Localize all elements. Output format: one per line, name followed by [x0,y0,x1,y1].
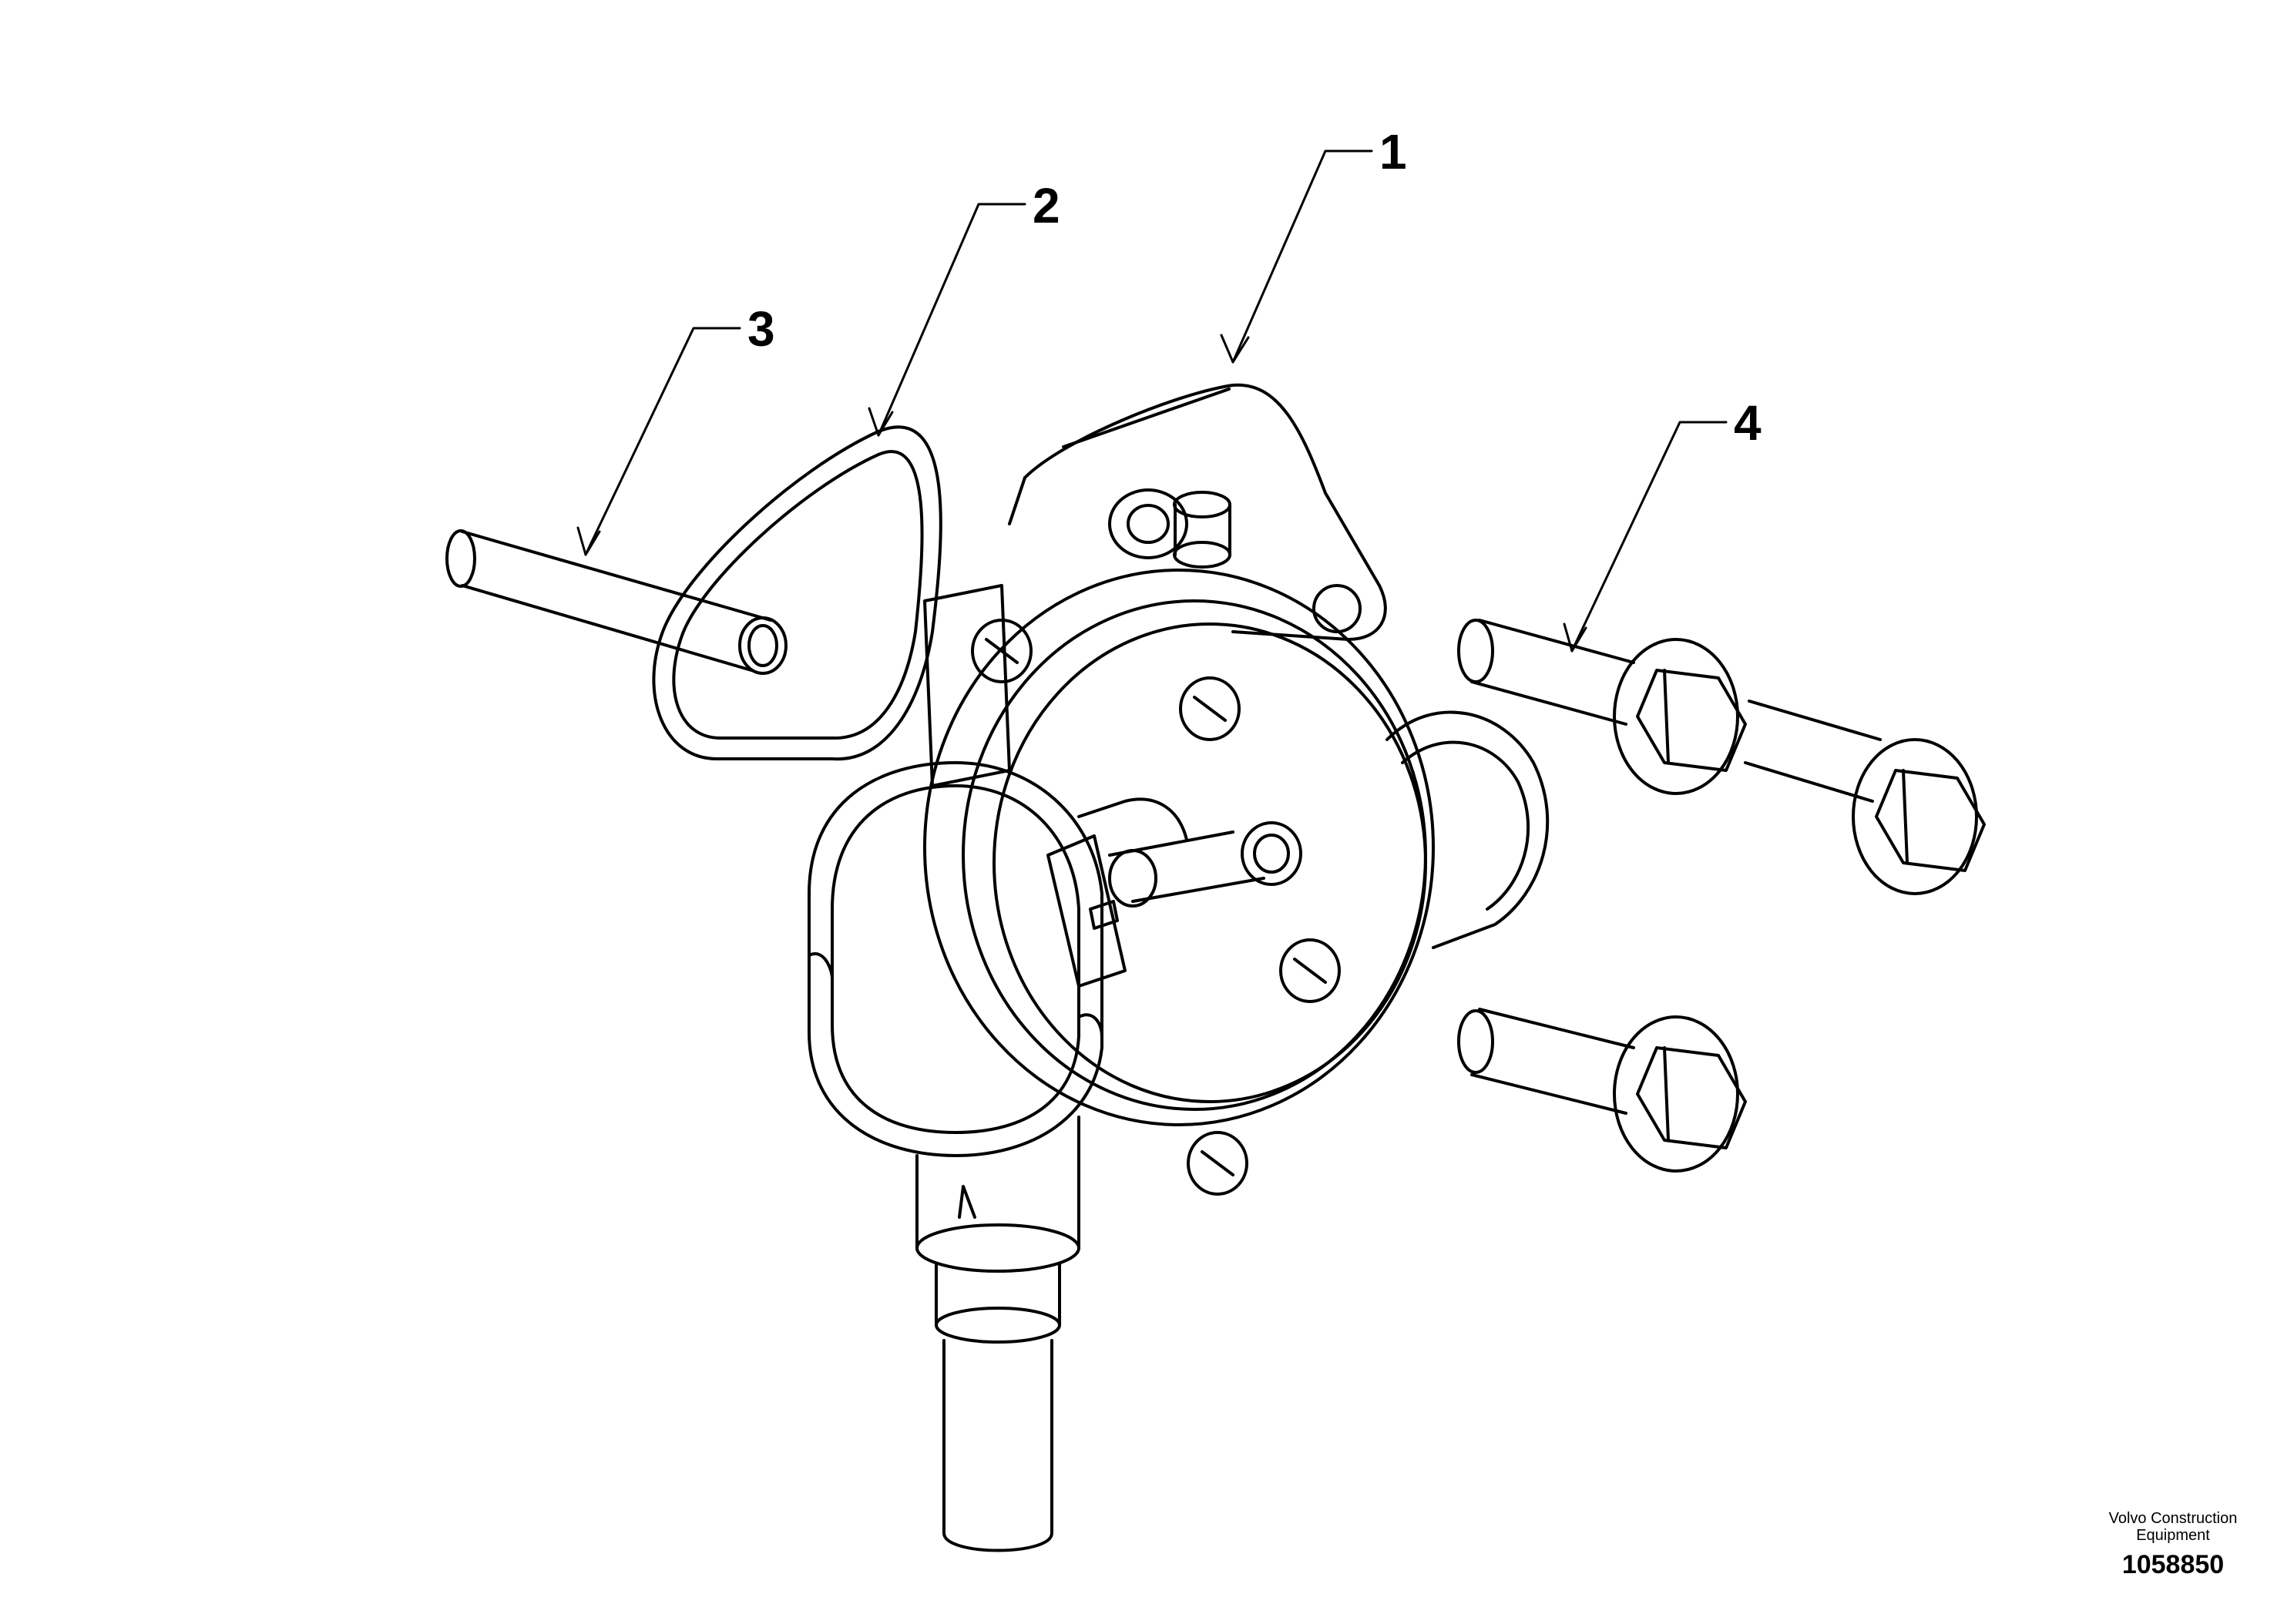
fuel-pump-part [808,383,1550,1552]
drawing-number: 1058850 [2121,1550,2225,1579]
callout-1: 1 [1379,124,1407,180]
outlet-nipple [1046,797,1302,988]
inlet-spigot [915,1116,1080,1552]
bolt-upper-left [1457,619,1747,795]
bolt-lower [1457,1008,1747,1173]
credit-company-line2: Equipment [2136,1527,2210,1544]
callout-4: 4 [1734,395,1762,451]
bolt-upper-right [1744,700,1986,895]
leader-lines [576,149,1728,653]
callout-2: 2 [1033,178,1060,233]
credit-block: Volvo Construction Equipment 1058850 [2034,1510,2294,1580]
credit-company: Volvo Construction [2108,1510,2238,1527]
gasket-part [652,425,942,761]
pin-part [445,529,788,675]
body-screws [971,619,1341,1196]
callout-3: 3 [747,301,775,357]
